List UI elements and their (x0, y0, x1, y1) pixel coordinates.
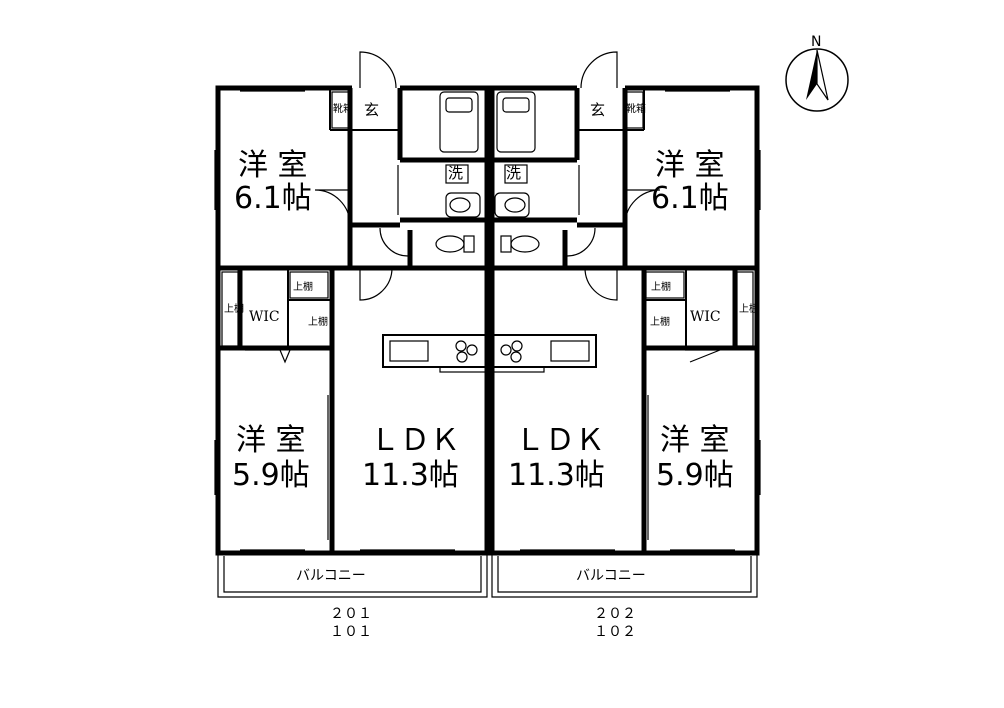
bathroom-fixtures (397, 91, 580, 253)
upper-shelf-inner-label: 上棚 (308, 315, 328, 328)
compass-north-arrow: N (785, 34, 849, 112)
unit-number-upper: ２０２ (594, 606, 636, 622)
kitchen-counters (382, 334, 597, 373)
western-room-5-label: 洋 室 (236, 423, 306, 458)
wic-label: WIC (690, 309, 721, 325)
doors (245, 51, 721, 540)
western-room-5-label: 洋 室 (660, 423, 730, 458)
interior-walls-202 (492, 88, 757, 553)
western-room-5-size: 5.9帖 (656, 458, 734, 493)
entrance-label: 玄 (364, 101, 379, 119)
balconies (217, 553, 758, 598)
western-room-6-label: 洋 室 (655, 148, 725, 183)
unit-number-upper: ２０１ (330, 606, 372, 622)
unit-number-lower: １０２ (594, 624, 636, 640)
upper-shelf-label: 上棚 (651, 280, 671, 293)
unit-number-lower: １０１ (330, 624, 372, 640)
western-room-5-size: 5.9帖 (232, 458, 310, 493)
western-room-6-size: 6.1帖 (234, 181, 312, 216)
upper-shelf-side-label: 上棚 (224, 302, 244, 315)
upper-shelf-inner-label: 上棚 (650, 315, 670, 328)
storage-frames (221, 91, 754, 347)
shoe-box-label: 靴箱 (626, 102, 646, 115)
western-room-6-label: 洋 室 (238, 148, 308, 183)
exterior-walls (215, 85, 760, 556)
balcony-label: バルコニー (296, 568, 366, 584)
western-room-6-size: 6.1帖 (651, 181, 729, 216)
windows (214, 90, 761, 551)
labels-unit-202: 洋 室 6.1帖 洋 室 5.9帖 ＬＤＫ 11.3帖 WIC 上棚 上棚 上棚… (506, 101, 759, 640)
wic-label: WIC (249, 309, 280, 325)
ldk-label: ＬＤＫ (370, 423, 460, 458)
shoe-box-label: 靴箱 (333, 102, 353, 115)
ldk-label: ＬＤＫ (515, 423, 605, 458)
washroom-label: 洗 (506, 164, 521, 182)
entrance-label: 玄 (590, 101, 605, 119)
washroom-label: 洗 (448, 164, 463, 182)
upper-shelf-side-label: 上棚 (739, 302, 759, 315)
labels-unit-201: 洋 室 6.1帖 洋 室 5.9帖 ＬＤＫ 11.3帖 WIC 上棚 上棚 上棚… (224, 101, 463, 640)
balcony-label: バルコニー (576, 568, 646, 584)
ldk-size: 11.3帖 (362, 458, 459, 493)
ldk-size: 11.3帖 (508, 458, 605, 493)
compass-label: N (811, 34, 821, 50)
upper-shelf-label: 上棚 (293, 280, 313, 293)
